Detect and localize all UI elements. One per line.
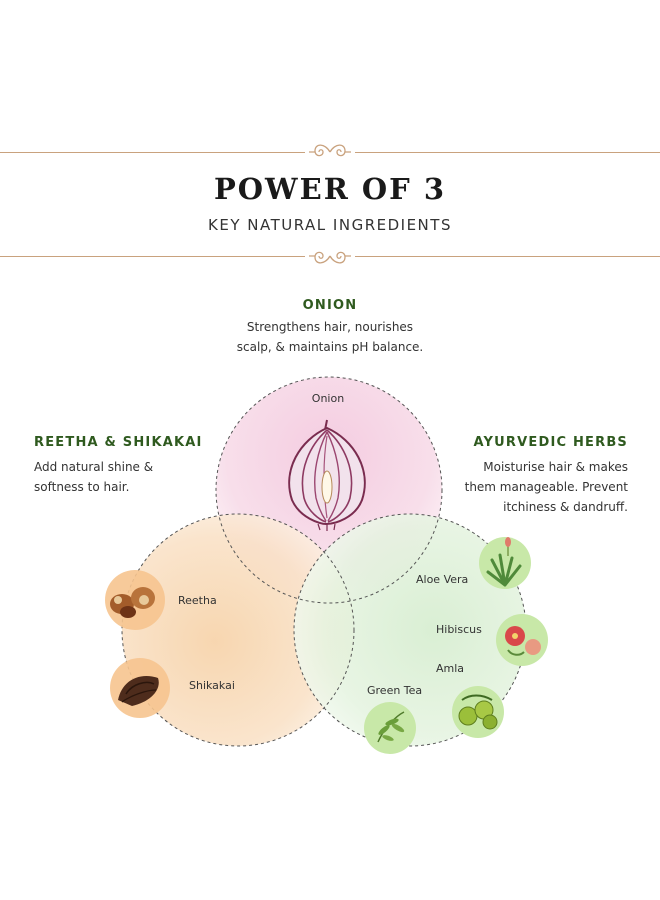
green-tea-icon bbox=[364, 702, 416, 754]
hibiscus-icon bbox=[496, 614, 548, 666]
herbs-desc-line1: Moisturise hair & makes bbox=[483, 460, 628, 474]
herbs-desc-line2: them manageable. Prevent bbox=[464, 480, 628, 494]
onion-icon bbox=[288, 419, 366, 531]
onion-desc-line2: scalp, & maintains pH balance. bbox=[236, 340, 424, 354]
reetha-icon bbox=[105, 570, 165, 630]
reetha-circle bbox=[122, 514, 354, 746]
hibiscus-label: Hibiscus bbox=[436, 623, 482, 636]
shikakai-label: Shikakai bbox=[189, 679, 235, 692]
amla-label: Amla bbox=[436, 662, 465, 675]
herbs-desc-line3: itchiness & dandruff. bbox=[503, 500, 628, 514]
page-subtitle: KEY NATURAL INGREDIENTS bbox=[208, 216, 452, 234]
herbs-heading: AYURVEDIC HERBS bbox=[473, 435, 628, 450]
ornament-icon bbox=[305, 245, 355, 267]
amla-icon bbox=[452, 686, 504, 738]
shikakai-icon bbox=[110, 658, 170, 718]
aloe-vera-icon bbox=[479, 537, 531, 589]
reetha-desc-line2: softness to hair. bbox=[34, 480, 130, 494]
reetha-desc-line1: Add natural shine & bbox=[34, 460, 154, 474]
ornament-icon bbox=[305, 141, 355, 163]
page-title: POWER OF 3 bbox=[213, 172, 447, 206]
onion-desc-line1: Strengthens hair, nourishes bbox=[246, 320, 414, 334]
green-tea-label: Green Tea bbox=[367, 684, 423, 697]
reetha-heading: REETHA & SHIKAKAI bbox=[34, 435, 203, 450]
reetha-label: Reetha bbox=[178, 594, 217, 607]
aloe-vera-label: Aloe Vera bbox=[416, 573, 469, 586]
onion-heading: ONION bbox=[302, 298, 358, 313]
onion-circle-label: Onion bbox=[311, 392, 345, 405]
